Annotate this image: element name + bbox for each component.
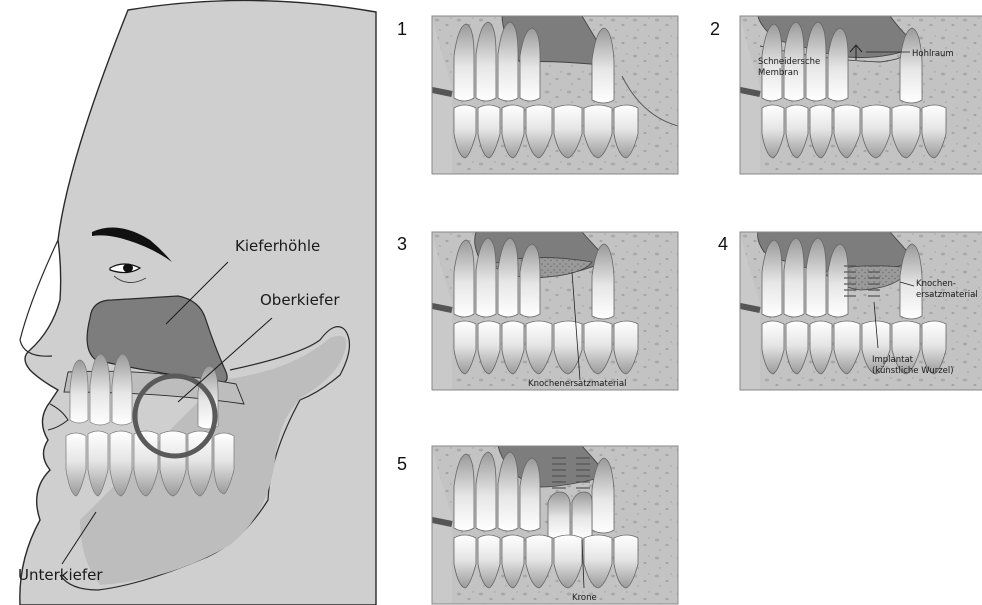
panel-2-number: 2	[710, 19, 720, 39]
panel-4-annotation-graft-2: ersatzmaterial	[916, 290, 978, 300]
panel-1-number: 1	[397, 19, 407, 39]
panel-2-annotation-membrane-2: Membran	[758, 68, 798, 78]
panel-5-annotation-crown: Krone	[572, 593, 597, 603]
panel-3-number: 3	[397, 234, 407, 254]
maxilla-label: Oberkiefer	[260, 291, 340, 309]
panel-3-annotation-graft: Knochenersatzmaterial	[528, 379, 626, 389]
panel-3: Knochenersatzmaterial	[432, 232, 678, 390]
panel-2-annotation-hohlraum: Hohlraum	[912, 49, 954, 59]
panel-2: Hohlraum Schneidersche Membran	[740, 16, 982, 174]
panel-4-annotation-implant-1: Implantat	[872, 355, 914, 365]
panel-4-annotation-graft-1: Knochen-	[916, 279, 956, 289]
sinus-label: Kieferhöhle	[235, 237, 320, 255]
panel-4-number: 4	[718, 234, 728, 254]
mandible-label: Unterkiefer	[18, 566, 103, 584]
panel-4-annotation-implant-2: (künstliche Wurzel)	[872, 366, 954, 376]
panel-1	[432, 16, 678, 174]
panel-5: Krone	[432, 446, 678, 604]
panel-4: Knochen- ersatzmaterial Implantat (künst…	[740, 232, 982, 390]
head-profile: Kieferhöhle Oberkiefer Unterkiefer	[18, 0, 376, 605]
panel-5-number: 5	[397, 454, 407, 474]
panel-2-annotation-membrane-1: Schneidersche	[758, 57, 820, 67]
